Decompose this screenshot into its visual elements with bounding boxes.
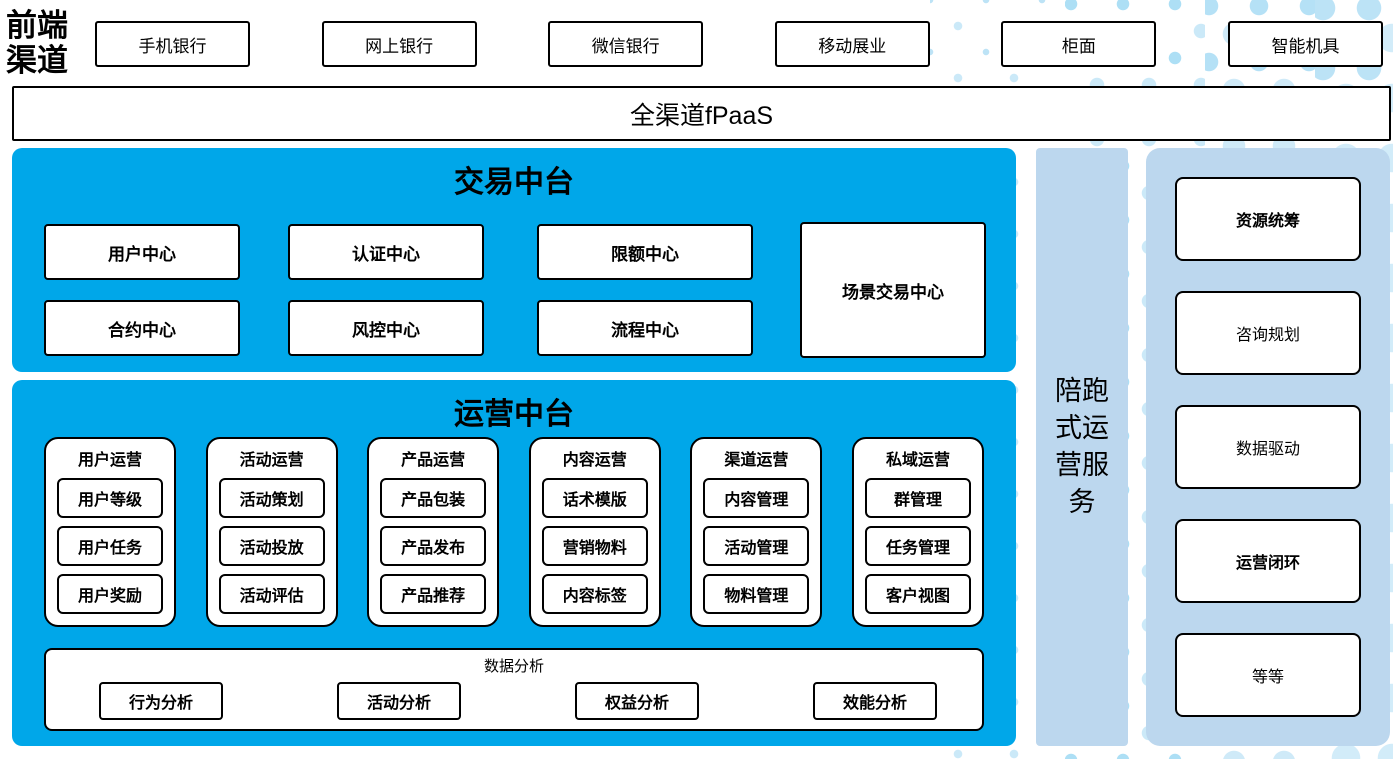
opitem-content-management: 内容管理 — [703, 478, 810, 518]
front-channel-label-line2: 渠道 — [6, 43, 68, 78]
trade-box-scene-trade-center: 场景交易中心 — [800, 222, 986, 358]
channel-row: 手机银行 网上银行 微信银行 移动展业 柜面 智能机具 — [95, 21, 1383, 67]
opcol-title: 内容运营 — [562, 452, 627, 469]
opcol-content-operation: 内容运营 话术模版 营销物料 内容标签 — [528, 437, 661, 627]
opcol-product-operation: 产品运营 产品包装 产品发布 产品推荐 — [367, 437, 500, 627]
front-channel-label: 前端 渠道 — [6, 8, 92, 78]
operation-columns: 用户运营 用户等级 用户任务 用户奖励 活动运营 活动策划 活动投放 活动评估 … — [44, 437, 984, 627]
opitem-group-management: 群管理 — [864, 478, 971, 518]
service-resource-coordination: 资源统筹 — [1175, 177, 1361, 261]
opcol-title: 用户运营 — [77, 452, 142, 469]
fpaas-bar: 全渠道fPaaS — [12, 86, 1391, 141]
opcol-user-operation: 用户运营 用户等级 用户任务 用户奖励 — [44, 437, 176, 627]
opcol-private-domain-operation: 私域运营 群管理 任务管理 客户视图 — [851, 437, 984, 627]
service-operation-loop: 运营闭环 — [1175, 519, 1361, 603]
opitem-customer-view: 客户视图 — [864, 574, 971, 614]
opitem-material-management: 物料管理 — [703, 574, 810, 614]
opitem-script-template: 话术模版 — [541, 478, 648, 518]
analysis-rights: 权益分析 — [575, 682, 699, 720]
opitem-task-management: 任务管理 — [864, 526, 971, 566]
service-etc: 等等 — [1175, 633, 1361, 717]
channel-mobile-banking: 手机银行 — [95, 21, 250, 67]
opitem-activity-planning: 活动策划 — [218, 478, 325, 518]
operation-platform-panel: 运营中台 用户运营 用户等级 用户任务 用户奖励 活动运营 活动策划 活动投放 … — [12, 380, 1016, 746]
opcol-title: 产品运营 — [401, 452, 466, 469]
accompany-service-label: 陪跑式运营服务 — [1055, 376, 1109, 517]
service-data-driven: 数据驱动 — [1175, 405, 1361, 489]
opitem-user-level: 用户等级 — [57, 478, 163, 518]
operation-platform-title: 运营中台 — [454, 398, 574, 431]
data-analysis-title: 数据分析 — [483, 658, 544, 675]
opitem-product-release: 产品发布 — [380, 526, 487, 566]
opitem-activity-evaluation: 活动评估 — [218, 574, 325, 614]
opcol-title: 渠道运营 — [724, 452, 789, 469]
opcol-activity-operation: 活动运营 活动策划 活动投放 活动评估 — [205, 437, 338, 627]
channel-online-banking: 网上银行 — [321, 21, 477, 67]
analysis-efficiency: 效能分析 — [813, 682, 937, 720]
accompany-service-bar: 陪跑式运营服务 — [1036, 148, 1128, 746]
trade-box-contract-center: 合约中心 — [44, 300, 240, 356]
service-consulting-planning: 咨询规划 — [1175, 291, 1361, 375]
opitem-user-reward: 用户奖励 — [57, 574, 163, 614]
opitem-activity-delivery: 活动投放 — [218, 526, 325, 566]
trade-box-auth-center: 认证中心 — [288, 224, 484, 280]
channel-mobile-marketing: 移动展业 — [774, 21, 930, 67]
data-analysis-panel: 数据分析 行为分析 活动分析 权益分析 效能分析 — [44, 648, 984, 731]
right-services-panel: 资源统筹 咨询规划 数据驱动 运营闭环 等等 — [1146, 148, 1390, 746]
trade-box-risk-center: 风控中心 — [288, 300, 484, 356]
trade-platform-title: 交易中台 — [454, 166, 574, 199]
front-channel-label-line1: 前端 — [6, 8, 68, 43]
opcol-channel-operation: 渠道运营 内容管理 活动管理 物料管理 — [690, 437, 823, 627]
opcol-title: 活动运营 — [239, 452, 304, 469]
trade-box-process-center: 流程中心 — [537, 300, 753, 356]
opitem-product-packaging: 产品包装 — [380, 478, 487, 518]
trade-box-limit-center: 限额中心 — [537, 224, 753, 280]
opcol-title: 私域运营 — [885, 452, 950, 469]
trade-box-user-center: 用户中心 — [44, 224, 240, 280]
opitem-activity-management: 活动管理 — [703, 526, 810, 566]
opitem-content-tag: 内容标签 — [541, 574, 648, 614]
channel-wechat-banking: 微信银行 — [548, 21, 704, 67]
opitem-user-task: 用户任务 — [57, 526, 163, 566]
channel-smart-devices: 智能机具 — [1227, 21, 1383, 67]
opitem-marketing-material: 营销物料 — [541, 526, 648, 566]
analysis-behavior: 行为分析 — [99, 682, 223, 720]
opitem-product-recommend: 产品推荐 — [380, 574, 487, 614]
trade-platform-panel: 交易中台 用户中心 认证中心 限额中心 合约中心 风控中心 流程中心 场景交易中… — [12, 148, 1016, 372]
channel-counter: 柜面 — [1001, 21, 1157, 67]
analysis-activity: 活动分析 — [337, 682, 461, 720]
